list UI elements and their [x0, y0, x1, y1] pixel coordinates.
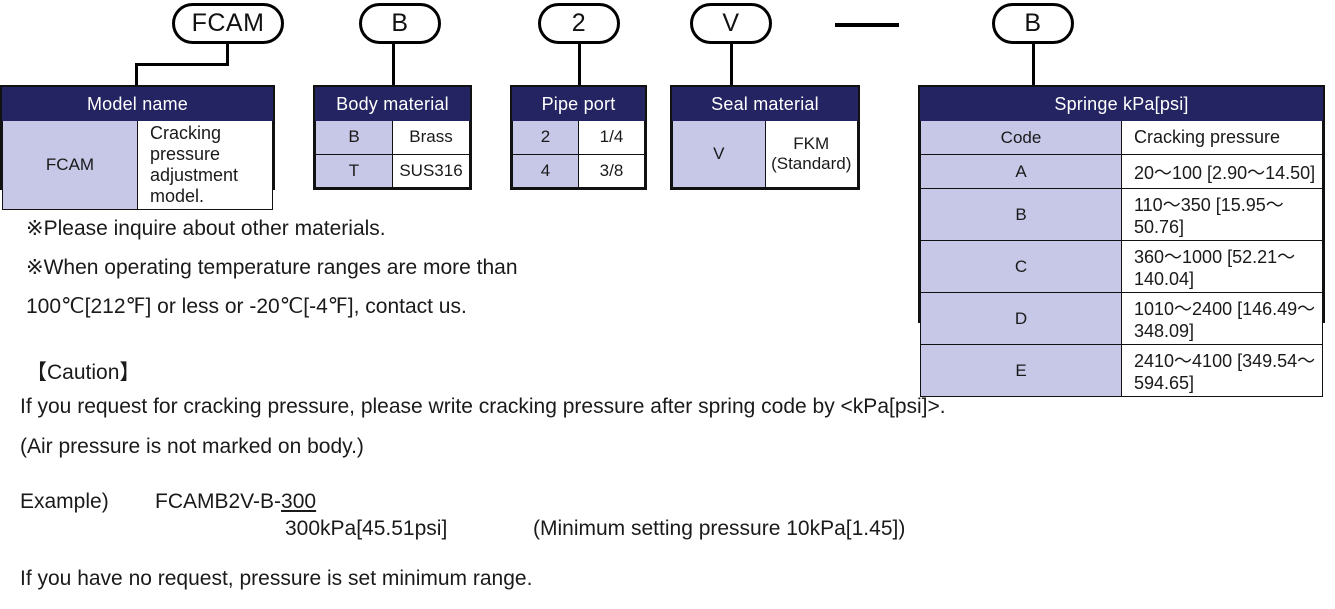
connector-pipe-port: [578, 44, 581, 87]
cell-cracking-pressure: 2410〜4100 [349.54〜594.65]: [1121, 344, 1323, 397]
connector-model-name-run: [135, 63, 229, 66]
connector-body-material: [392, 44, 395, 87]
code-bubble-label: 2: [571, 9, 587, 37]
table-row: B Brass: [315, 120, 470, 155]
table-row: B 110〜350 [15.95〜50.76]: [920, 188, 1323, 241]
connector-spring-code: [1032, 44, 1035, 87]
connector-model-name-stem: [135, 63, 138, 87]
table-model-name: Model name FCAM Cracking pressure adjust…: [0, 85, 275, 210]
cell-description-line2: adjustment model.: [150, 165, 239, 206]
cell-description: FKM (Standard): [764, 120, 858, 188]
table-seal-material: Seal material V FKM (Standard): [670, 85, 860, 190]
cell-code: B: [920, 188, 1122, 241]
note-other-materials: ※Please inquire about other materials.: [26, 217, 386, 240]
table-header-model-name: Model name: [2, 87, 273, 121]
code-bubble-spring-code[interactable]: B: [992, 3, 1074, 44]
table-row: E 2410〜4100 [349.54〜594.65]: [920, 344, 1323, 397]
cell-description: SUS316: [392, 153, 470, 188]
code-bubble-pipe-port[interactable]: 2: [538, 3, 620, 44]
example-footer: If you have no request, pressure is set …: [20, 567, 533, 590]
table-header-seal-material: Seal material: [672, 87, 858, 121]
table-header-spring: Springe kPa[psi]: [920, 87, 1323, 121]
example-code-pressure-value: 300: [281, 490, 317, 513]
table-row: 2 1/4: [512, 120, 645, 155]
table-row: T SUS316: [315, 153, 470, 188]
code-bubble-seal-material[interactable]: V: [690, 3, 772, 44]
example-code-prefix: FCAMB2V-B-: [155, 490, 282, 513]
cell-cracking-pressure: 20〜100 [2.90〜14.50]: [1121, 154, 1323, 189]
cell-code: A: [920, 154, 1122, 189]
caution-line-2: (Air pressure is not marked on body.): [20, 435, 364, 458]
table-column-header-row: Code Cracking pressure: [920, 120, 1323, 155]
table-body-material: Body material B Brass T SUS316: [313, 85, 472, 190]
cell-code: T: [315, 153, 393, 188]
table-row: 4 3/8: [512, 153, 645, 188]
cell-code: 2: [512, 120, 579, 155]
cell-code: 4: [512, 153, 579, 188]
table-header-pipe-port: Pipe port: [512, 87, 645, 121]
cell-code: C: [920, 240, 1122, 293]
example-minimum-note: (Minimum setting pressure 10kPa[1.45]): [533, 517, 906, 540]
table-row: A 20〜100 [2.90〜14.50]: [920, 154, 1323, 189]
cell-code: V: [672, 120, 766, 188]
code-bubble-label: V: [722, 9, 740, 37]
cell-description: 3/8: [578, 153, 645, 188]
table-header-body-material: Body material: [315, 87, 470, 121]
code-separator-dash: [835, 23, 899, 27]
cell-description: 1/4: [578, 120, 645, 155]
column-header-cracking-pressure: Cracking pressure: [1121, 120, 1323, 155]
code-bubble-body-material[interactable]: B: [359, 3, 441, 44]
example-pressure: 300kPa[45.51psi]: [285, 517, 448, 540]
caution-heading: 【Caution】: [26, 361, 141, 384]
cell-code: FCAM: [2, 120, 138, 210]
table-row: D 1010〜2400 [146.49〜348.09]: [920, 292, 1323, 345]
code-bubble-model-name[interactable]: FCAM: [172, 3, 284, 44]
cell-code: D: [920, 292, 1122, 345]
note-temperature-range-line2: 100℃[212℉] or less or -20℃[-4℉], contact…: [26, 295, 467, 318]
table-row: V FKM (Standard): [672, 120, 858, 188]
connector-model-name-drop: [226, 44, 229, 66]
cell-cracking-pressure: 110〜350 [15.95〜50.76]: [1121, 188, 1323, 241]
cell-description-line1: Cracking pressure: [150, 123, 222, 164]
example-label: Example): [20, 490, 109, 513]
connector-seal-material: [730, 44, 733, 87]
column-header-code: Code: [920, 120, 1122, 155]
code-bubble-label: B: [391, 9, 409, 37]
table-row: C 360〜1000 [52.21〜140.04]: [920, 240, 1323, 293]
table-pipe-port: Pipe port 2 1/4 4 3/8: [510, 85, 647, 190]
cell-code: B: [315, 120, 393, 155]
cell-description-line1: FKM: [793, 134, 830, 153]
cell-description: Brass: [392, 120, 470, 155]
cell-cracking-pressure: 360〜1000 [52.21〜140.04]: [1121, 240, 1323, 293]
cell-code: E: [920, 344, 1122, 397]
cell-description: Cracking pressure adjustment model.: [137, 120, 273, 210]
cell-cracking-pressure: 1010〜2400 [146.49〜348.09]: [1121, 292, 1323, 345]
code-bubble-label: B: [1024, 9, 1042, 37]
code-bubble-label: FCAM: [191, 9, 265, 37]
table-spring: Springe kPa[psi] Code Cracking pressure …: [918, 85, 1325, 397]
cell-description-line2: (Standard): [771, 154, 852, 173]
example-code: FCAMB2V-B-300: [155, 490, 316, 514]
caution-line-1: If you request for cracking pressure, pl…: [20, 395, 946, 418]
table-row: FCAM Cracking pressure adjustment model.: [2, 120, 273, 210]
note-temperature-range-line1: ※When operating temperature ranges are m…: [26, 256, 518, 279]
